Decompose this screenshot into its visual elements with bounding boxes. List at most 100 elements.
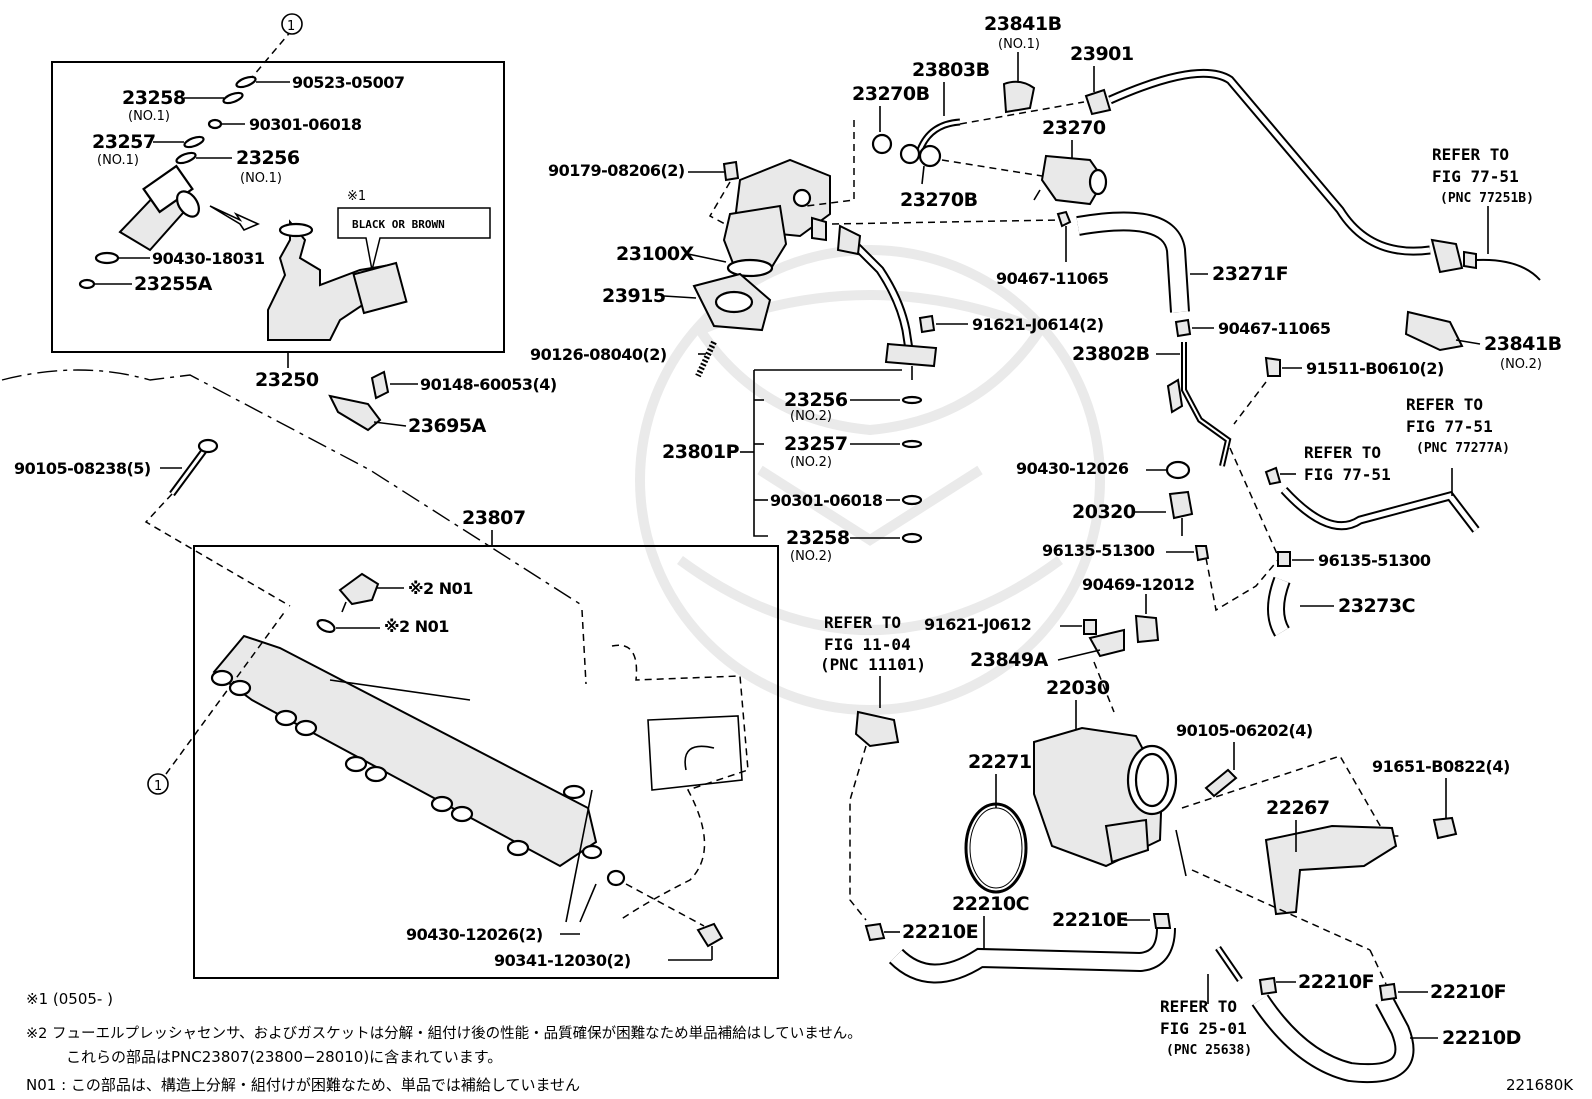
- label-23100X: 23100X: [616, 243, 695, 265]
- label-23270B-b: 23270B: [900, 189, 978, 211]
- fuel-pipe-23801P: 91621-J0614(2) 23801P 23256 (NO.2) 23257…: [662, 224, 1104, 564]
- label-22267: 22267: [1266, 797, 1330, 819]
- label-23270B-a: 23270B: [852, 83, 930, 105]
- label-22210F-b: 22210F: [1430, 981, 1506, 1003]
- label-23255A: 23255A: [134, 273, 213, 295]
- vsv-group: 90430-12026 20320 96135-51300 96135-5130…: [924, 447, 1431, 713]
- label-23257-no1-sub: (NO.1): [97, 153, 139, 168]
- svg-text:REFER TO: REFER TO: [1406, 395, 1483, 414]
- label-90430-12026-2: 90430-12026(2): [406, 925, 543, 944]
- fuel-pump-group: 90179-08206(2) 23100X 23915 90126-08040(…: [530, 158, 831, 378]
- label-90301-06018-a: 90301-06018: [249, 115, 362, 134]
- label-n01-gasket: ※2 N01: [384, 617, 449, 636]
- label-91511-B0610: 91511-B0610(2): [1306, 359, 1444, 378]
- label-90523-05007: 90523-05007: [292, 73, 404, 92]
- label-20320: 20320: [1072, 501, 1136, 523]
- note1-mark: ※1: [347, 189, 366, 204]
- label-23801P: 23801P: [662, 441, 740, 463]
- footnote-2b: これらの部品はPNC23807(23800−28010)に含まれています。: [66, 1048, 502, 1066]
- label-23841B-no1: 23841B: [984, 13, 1062, 35]
- svg-text:REFER TO: REFER TO: [1432, 145, 1509, 164]
- label-23807: 23807: [462, 507, 526, 529]
- svg-text:REFER TO: REFER TO: [1304, 443, 1381, 462]
- throttle-body-group: 22030 90105-06202(4) 22271 22267 91651-B…: [964, 677, 1510, 951]
- label-23258-no1-sub: (NO.1): [128, 109, 170, 124]
- label-23841B-no2-sub: (NO.2): [1500, 357, 1542, 372]
- circle-ref-label: 1: [287, 19, 295, 34]
- label-22210F-a: 22210F: [1298, 971, 1374, 993]
- label-23256-no1: 23256: [236, 147, 300, 169]
- label-90467-11065-b: 90467-11065: [1218, 319, 1331, 338]
- label-22271: 22271: [968, 751, 1032, 773]
- svg-text:FIG 11-04: FIG 11-04: [824, 635, 911, 654]
- label-90301-06018-b: 90301-06018: [770, 491, 883, 510]
- label-90105-08238: 90105-08238(5): [14, 459, 151, 478]
- label-90179-08206: 90179-08206(2): [548, 161, 685, 180]
- label-23258-no2-sub: (NO.2): [790, 549, 832, 564]
- label-23841B-no1-sub: (NO.1): [998, 37, 1040, 52]
- footnote-3: N01 : この部品は、構造上分解・組付けが困難なため、単品では補給していません: [26, 1076, 580, 1094]
- clamp-23841B-no2: 23841B (NO.2): [1404, 310, 1562, 372]
- svg-text:FIG 77-51: FIG 77-51: [1304, 465, 1391, 484]
- label-n01-sensor: ※2 N01: [408, 579, 473, 598]
- label-23273C: 23273C: [1338, 595, 1415, 617]
- label-96135-51300-a: 96135-51300: [1042, 541, 1155, 560]
- label-23802B: 23802B: [1072, 343, 1150, 365]
- label-23250: 23250: [255, 369, 319, 391]
- circle-ref-rail: 1: [147, 609, 287, 795]
- label-22210E-b: 22210E: [1052, 909, 1128, 931]
- fuel-rail-box: 23807 ※2 N01 ※2 N01 90430-12026(2) 90341…: [193, 507, 779, 979]
- hoses-22210-group: 22210E 22210C 22210E 22210F 22210F 22210…: [864, 893, 1521, 1083]
- label-23257-no2-sub: (NO.2): [790, 455, 832, 470]
- svg-text:(PNC 77251B): (PNC 77251B): [1440, 191, 1534, 206]
- label-90126-08040: 90126-08040(2): [530, 345, 667, 364]
- label-96135-51300-b: 96135-51300: [1318, 551, 1431, 570]
- svg-text:(PNC 11101): (PNC 11101): [820, 655, 926, 674]
- label-90469-12012: 90469-12012: [1082, 575, 1194, 594]
- label-23258-no1: 23258: [122, 87, 186, 109]
- diagram-code: 221680K: [1506, 1076, 1574, 1094]
- refer-to-fig-77-51-c: REFER TO FIG 77-51: [1304, 443, 1391, 484]
- label-23258-no2: 23258: [786, 527, 850, 549]
- footnotes: ※1 (0505- ) ※2 フューエルプレッシャセンサ、およびガスケットは分解…: [26, 990, 1574, 1094]
- label-23270: 23270: [1042, 117, 1106, 139]
- label-23256-no1-sub: (NO.1): [240, 171, 282, 186]
- refer-to-fig-25-01: REFER TO FIG 25-01 (PNC 25638): [1160, 997, 1252, 1058]
- refer-to-fig-11-04: REFER TO FIG 11-04 (PNC 11101): [820, 613, 926, 921]
- injector-detail-box: 1 BLACK OR BROWN ※1 90523-05007 23258: [51, 13, 505, 368]
- hose-23271F-group: 90467-11065 23271F 90467-11065 23802B 91…: [996, 210, 1480, 533]
- svg-text:FIG 77-51: FIG 77-51: [1432, 167, 1519, 186]
- label-23803B: 23803B: [912, 59, 990, 81]
- pressure-regulator-group: 23841B (NO.1) 23901 23803B 23270B 23270 …: [805, 13, 1541, 281]
- footnote-1: ※1 (0505- ): [26, 990, 113, 1008]
- svg-text:(PNC 77277A): (PNC 77277A): [1416, 441, 1510, 456]
- refer-to-fig-77-51-b: REFER TO FIG 77-51 (PNC 77277A): [1406, 395, 1510, 456]
- circle-ref-marker: [281, 13, 303, 35]
- label-23695A: 23695A: [408, 415, 487, 437]
- label-23257-no2: 23257: [784, 433, 848, 455]
- svg-text:FIG 25-01: FIG 25-01: [1160, 1019, 1247, 1038]
- label-90105-06202: 90105-06202(4): [1176, 721, 1313, 740]
- label-22210E-a: 22210E: [902, 921, 978, 943]
- refer-to-fig-77-51-a: REFER TO FIG 77-51 (PNC 77251B): [1432, 145, 1534, 254]
- label-23841B-no2: 23841B: [1484, 333, 1562, 355]
- svg-text:1: 1: [154, 779, 162, 794]
- label-91621-J0612: 91621-J0612: [924, 615, 1031, 634]
- watermark-emblem: [635, 245, 1105, 715]
- label-91621-J0614: 91621-J0614(2): [972, 315, 1104, 334]
- label-23256-no2-sub: (NO.2): [790, 409, 832, 424]
- label-23901: 23901: [1070, 43, 1134, 65]
- label-22210C: 22210C: [952, 893, 1029, 915]
- label-91651-B0822: 91651-B0822(4): [1372, 757, 1510, 776]
- label-90467-11065-a: 90467-11065: [996, 269, 1109, 288]
- label-23256-no2: 23256: [784, 389, 848, 411]
- svg-text:REFER TO: REFER TO: [1160, 997, 1237, 1016]
- label-23271F: 23271F: [1212, 263, 1288, 285]
- footnote-2: ※2 フューエルプレッシャセンサ、およびガスケットは分解・組付け後の性能・品質確…: [26, 1024, 862, 1042]
- label-23915: 23915: [602, 285, 666, 307]
- label-90430-12026: 90430-12026: [1016, 459, 1129, 478]
- label-23257-no1: 23257: [92, 131, 156, 153]
- svg-text:FIG 77-51: FIG 77-51: [1406, 417, 1493, 436]
- bolt-90105-08238: 90105-08238(5): [14, 438, 291, 607]
